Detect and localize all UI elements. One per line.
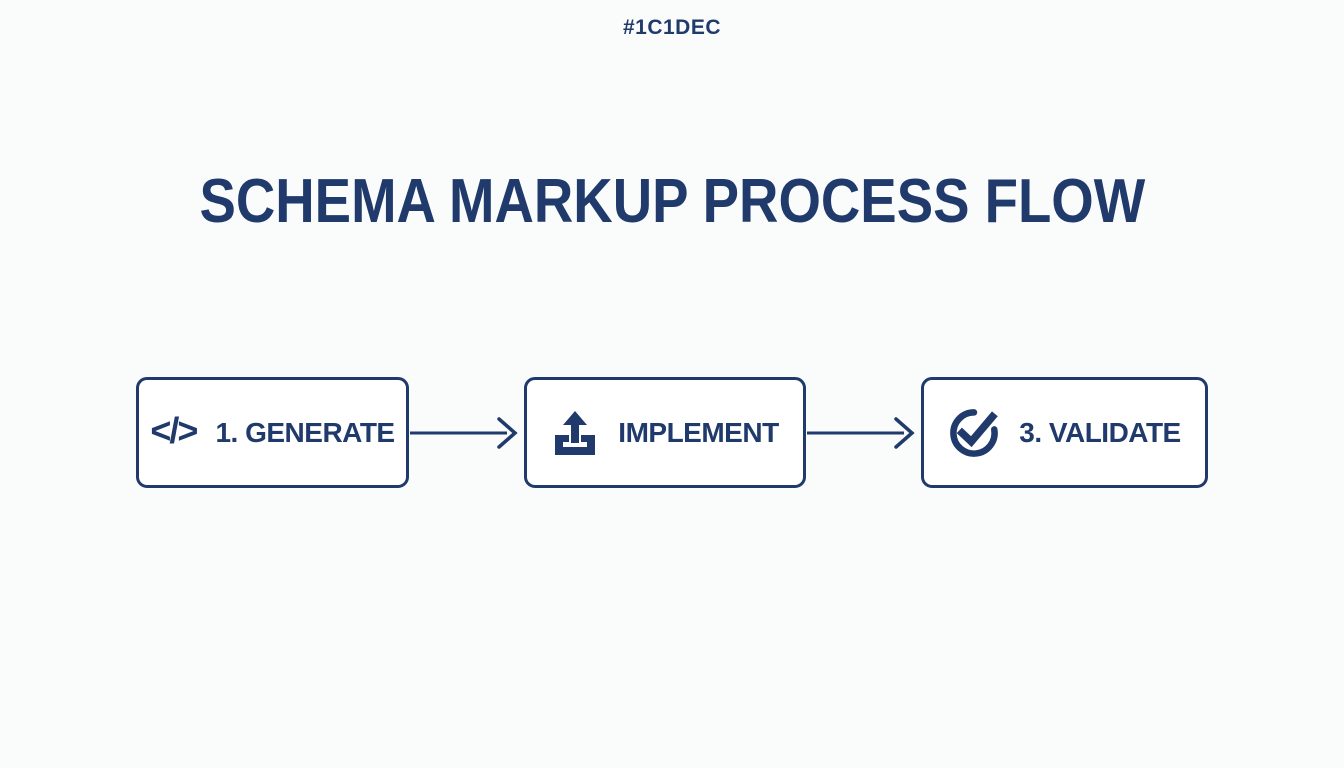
step-label-implement: IMPLEMENT bbox=[618, 416, 779, 448]
check-circle-icon bbox=[950, 408, 999, 457]
process-flow: </> 1. GENERATE IMPLEMENT bbox=[0, 377, 1344, 488]
title-container: SCHEMA MARKUP PROCESS FLOW bbox=[0, 166, 1344, 237]
flow-arrow bbox=[410, 416, 518, 449]
step-label-validate: 3. VALIDATE bbox=[1019, 416, 1181, 448]
color-code-label: #1C1DEC bbox=[622, 16, 722, 39]
page-title: SCHEMA MARKUP PROCESS FLOW bbox=[199, 167, 1145, 236]
code-icon: </> bbox=[150, 410, 198, 451]
upload-icon bbox=[555, 410, 596, 455]
step-box-implement: IMPLEMENT bbox=[524, 377, 806, 488]
flow-arrow bbox=[807, 416, 915, 449]
step-label-generate: 1. GENERATE bbox=[215, 416, 395, 448]
step-box-generate: </> 1. GENERATE bbox=[136, 377, 409, 488]
step-box-validate: 3. VALIDATE bbox=[921, 377, 1208, 488]
